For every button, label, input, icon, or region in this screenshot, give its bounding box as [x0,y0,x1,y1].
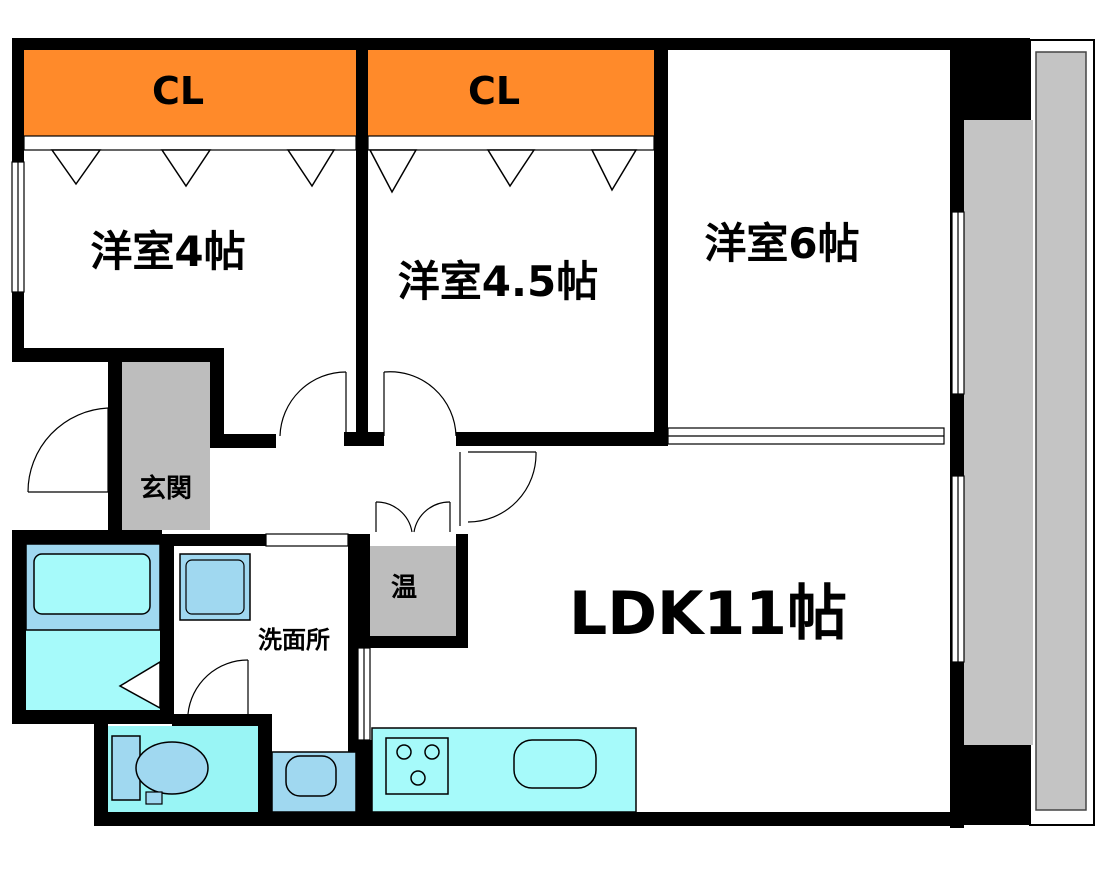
room-ldk-label: LDK11帖 [569,579,847,649]
entrance: 玄関 [122,362,210,530]
water-heater-area: 温 [370,546,456,636]
kitchen-counter [371,727,637,813]
door-swings [27,371,537,715]
room-western-4-5-label: 洋室4.5帖 [398,257,598,306]
washroom-label: 洗面所 [258,626,330,654]
closet-right: CL [367,50,655,151]
interior-walls [160,38,668,826]
water-heater-label: 温 [391,573,417,603]
room-western-6-label: 洋室6帖 [704,219,859,268]
toilet-room [108,726,258,812]
closet-left-label: CL [152,69,204,113]
room-western-4-label: 洋室4帖 [90,227,245,276]
windows [11,161,965,741]
closet-door-marks [50,149,638,194]
entrance-label: 玄関 [140,473,192,504]
washroom: 洗面所 [179,553,357,813]
balcony [963,39,1095,826]
closet-right-label: CL [468,69,520,113]
closet-left: CL [23,50,357,151]
bathroom [25,543,161,710]
